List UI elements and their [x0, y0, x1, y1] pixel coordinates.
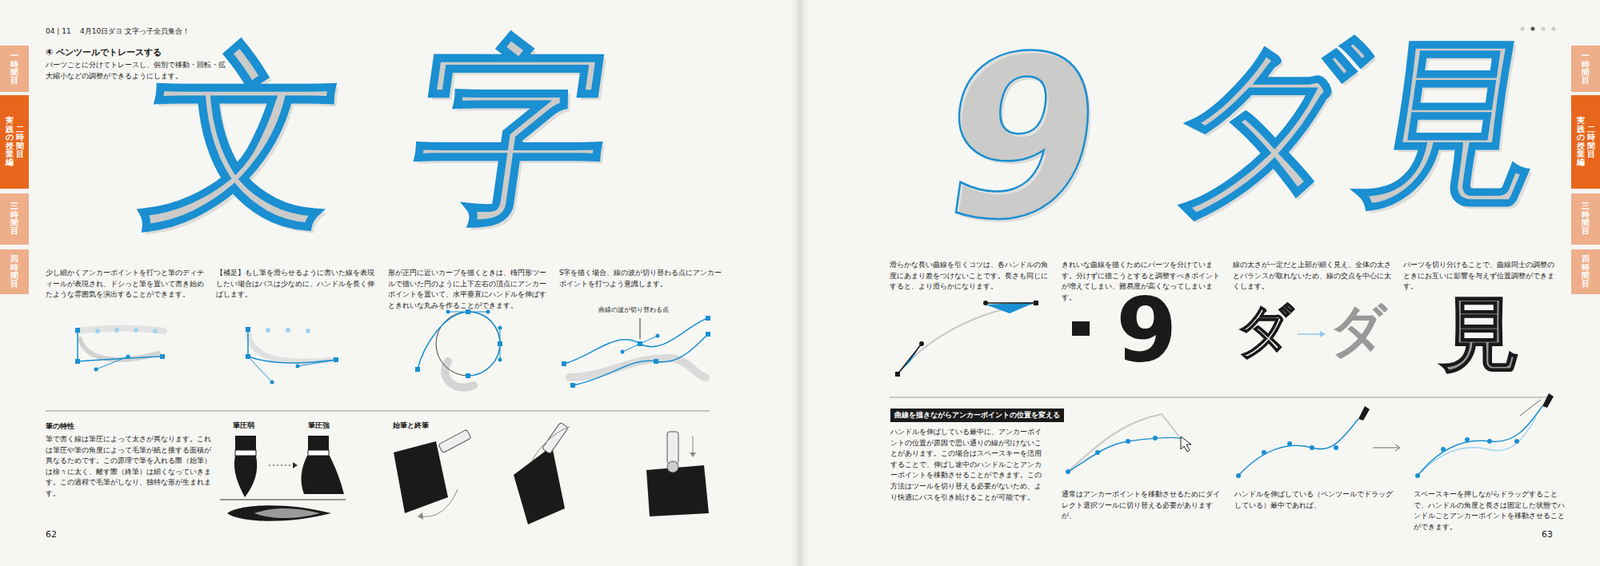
anchor-demo-2 [245, 327, 339, 385]
glyph-sample: ダ [1329, 302, 1388, 359]
traced-glyph: 見 [1352, 38, 1554, 208]
tab-label: 一時間目 [1581, 52, 1590, 86]
heading-text: 曲線を描きながらアンカーポイントの位置を変える [894, 410, 1060, 421]
rule [45, 411, 710, 412]
note-body: ハンドルを伸ばしている最中に、アンカーポイントの位置が原因で思い通りの線が引けな… [890, 427, 1047, 504]
traced-glyph: 文 [135, 46, 353, 229]
anchor-demo-1 [75, 328, 165, 372]
tab-label: 二時間目 [16, 125, 24, 160]
chapter-tab: 二時間目実践の授業編 [0, 95, 29, 189]
tab-label: 実践の授業編 [5, 116, 14, 168]
s-curve-demo [561, 316, 711, 388]
chapter-tab: 三時間目 [0, 193, 29, 245]
handle-angle-demo [895, 300, 1039, 377]
stroke-start-end [393, 422, 709, 525]
tab-label: 実践の授業編 [1576, 116, 1585, 168]
tab-label: 四時間目 [10, 255, 19, 289]
chapter-tab: 一時間目 [0, 45, 29, 92]
figure-caption: ハンドルを伸ばしている（ペンツールでドラッグしている）最中であれば、 [1234, 489, 1395, 512]
tip-text: 【補足】もし筆を滑らせるように書いた線を表現したい場合はパスは少なめに、ハンドル… [216, 268, 380, 301]
figure-caption: 通常はアンカーポイントを移動させるためにダイレクト選択ツールに切り替える必要があ… [1061, 489, 1222, 523]
circle-anchor-demo [415, 309, 503, 388]
note-heading: 筆の特性 [45, 420, 75, 432]
figure-label: 筆圧強 [308, 420, 330, 432]
glyph-part [1072, 321, 1090, 336]
tip-text: 線の太さが一定だと上部が細く見え、全体の太さとバランスが取れないため、線の交点を… [1232, 260, 1397, 293]
brush-pressure [220, 436, 346, 522]
traced-glyph: 9 [928, 32, 1115, 245]
section-heading: ④ ペンツールでトレースする [45, 45, 162, 60]
rule [889, 397, 1553, 399]
tip-text: 少し細かくアンカーポイントを打つと筆のディティールが表現され、ドシっと筆を置いて… [45, 268, 210, 301]
chapter-tab: 三時間目 [1571, 193, 1600, 245]
tab-label: 一時間目 [10, 52, 19, 86]
running-head: 4月10日ダヨ 文字っ子全員集合！ [80, 25, 190, 37]
tab-label: 三時間目 [10, 202, 19, 236]
glyph-sample: 見 [1440, 294, 1520, 375]
glyph-sample: 9 [1116, 286, 1178, 375]
part-arrow [1297, 331, 1326, 338]
tip-text: 形が正円に近いカーブを描くときは、楕円形ツールで描いた円のように上下左右の頂点に… [388, 268, 552, 312]
tip-text: S字を描く場合、線の波が切り替わる点にアンカーポイントを打つよう意識します。 [559, 268, 724, 290]
tip-text: パーツを切り分けることで、曲線同士の調整のときにお互いに影響を与えず位置調整がで… [1403, 260, 1556, 293]
chapter-tab: 一時間目 [1571, 45, 1600, 92]
page-number: 62 [45, 528, 57, 543]
traced-glyph: 字 [403, 41, 621, 224]
figure-label: 筆圧弱 [232, 420, 255, 432]
tab-label: 四時間目 [1581, 255, 1590, 289]
move-anchor-demo-2 [1236, 406, 1370, 479]
chapter-tab: 二時間目実践の授業編 [1571, 95, 1600, 189]
figure-caption: スペースキーを押しながらドラッグすることで、ハンドルの角度と長さは固定した状態で… [1413, 489, 1566, 533]
traced-glyph: ダ [1160, 38, 1373, 214]
callout-text: 曲線の波が切り替わる点 [598, 305, 669, 316]
chapter-tab: 四時間目 [1571, 249, 1600, 295]
note-body: 筆で書く線は筆圧によって太さが異なります。これは筆圧や筆の角度によって毛筆が紙と… [45, 434, 214, 500]
next-arrow [1372, 444, 1400, 452]
folio-number: 04 | 11 [45, 25, 72, 37]
page-dots [1520, 27, 1556, 32]
tab-label: 三時間目 [1581, 202, 1590, 236]
move-anchor-demo-3 [1415, 393, 1554, 479]
move-anchor-demo-1 [1065, 414, 1192, 475]
chapter-tab: 四時間目 [0, 249, 29, 295]
tab-label: 二時間目 [1587, 125, 1596, 160]
page-number: 63 [1541, 528, 1553, 543]
tip-text: 滑らかな長い曲線を引くコツは、各ハンドルの角度にあまり差をつけないことです。長さ… [889, 260, 1054, 293]
heading-box: 曲線を描きながらアンカーポイントの位置を変える [890, 408, 1064, 423]
page-fold [788, 0, 812, 566]
glyph-sample: ダ [1236, 302, 1294, 359]
figure-label: 始筆と終筆 [392, 420, 429, 432]
